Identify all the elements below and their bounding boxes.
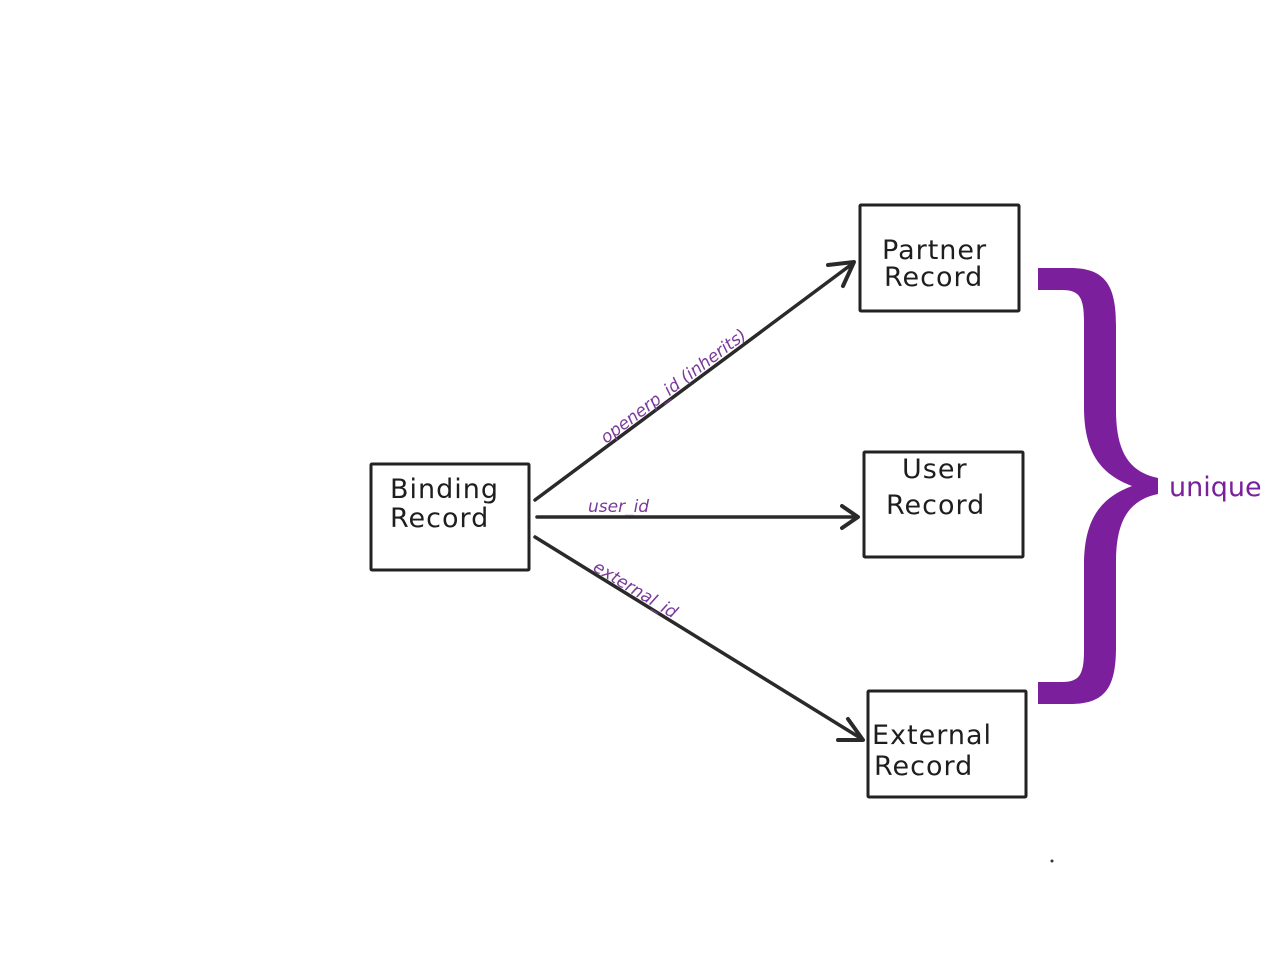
node-label-line2: Record xyxy=(390,503,489,534)
node-label-line1: Partner xyxy=(882,235,987,266)
stray-dot xyxy=(1050,859,1054,863)
node-label-line2: Record xyxy=(884,262,983,293)
node-binding-record[interactable]: Binding Record xyxy=(369,462,531,572)
brace-label-unique: unique xyxy=(1169,472,1262,503)
edge-label-external-id: external_id xyxy=(589,557,681,623)
arrow-binding-to-external xyxy=(533,535,864,741)
arrowhead-icon xyxy=(826,260,856,288)
curly-brace-icon xyxy=(1038,268,1158,704)
node-label-line2: Record xyxy=(886,490,985,521)
node-user-record[interactable]: User Record xyxy=(862,450,1025,559)
node-label-line1: User xyxy=(902,454,968,485)
edge-openerp-id: openerp_id (inherits) xyxy=(533,260,856,502)
node-external-record[interactable]: External Record xyxy=(866,689,1028,799)
node-label-line2: Record xyxy=(874,751,973,782)
arrow-binding-to-partner xyxy=(533,262,854,502)
edge-label-openerp-id: openerp_id (inherits) xyxy=(597,325,751,448)
edge-user-id: user_id xyxy=(535,497,860,530)
unique-brace: unique xyxy=(1038,268,1262,704)
arrowhead-icon xyxy=(836,717,865,742)
arrowhead-icon xyxy=(840,504,860,530)
edge-external-id: external_id xyxy=(533,535,865,742)
node-label-line1: External xyxy=(872,720,992,751)
node-label-line1: Binding xyxy=(390,474,499,505)
node-partner-record[interactable]: Partner Record xyxy=(858,203,1021,313)
edge-label-user-id: user_id xyxy=(588,497,649,517)
